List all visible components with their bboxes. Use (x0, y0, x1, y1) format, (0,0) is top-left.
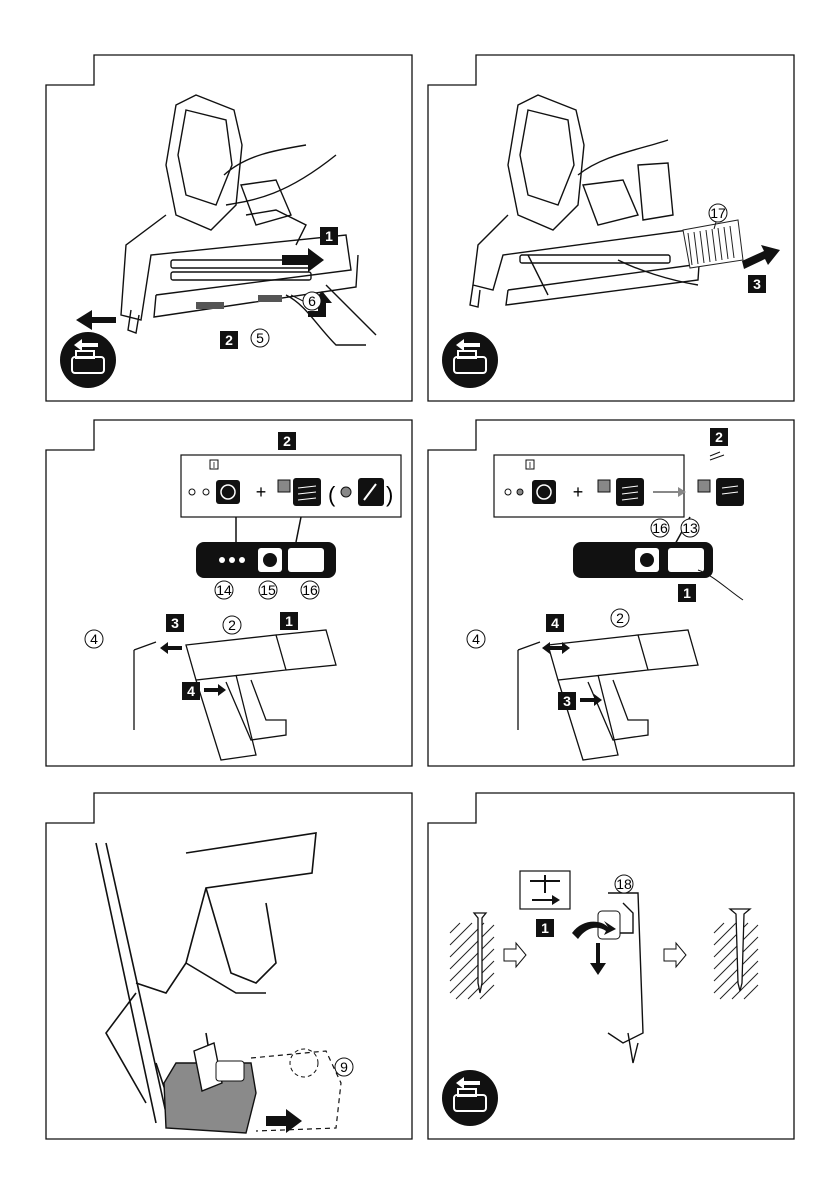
battery-pack (164, 1043, 256, 1133)
panel-depth-adjust: 1 18 (428, 793, 794, 1139)
symbol-plus: + (573, 482, 584, 502)
svg-text:(: ( (328, 482, 336, 507)
step-1: 1 (541, 920, 549, 936)
step-1: 1 (325, 228, 333, 244)
panel-battery: 9 (46, 793, 412, 1139)
callout-17: 17 (710, 205, 726, 221)
callout-5: 5 (256, 330, 264, 346)
nailer-illustration (121, 95, 376, 345)
step-3: 3 (563, 693, 571, 709)
battery-remove-icon (60, 332, 116, 388)
panel-mode-select: 2 I + ( ) 14 15 16 1 4 3 2 4 (46, 420, 412, 766)
battery-remove-icon (442, 1070, 498, 1126)
callout-16: 16 (302, 582, 318, 598)
step-3: 3 (171, 615, 179, 631)
symbol-I: I (213, 461, 215, 470)
callout-15: 15 (260, 582, 276, 598)
arrow-down-icon (590, 943, 606, 975)
step-4: 4 (551, 615, 559, 631)
battery-remove-icon (442, 332, 498, 388)
callout-2: 2 (616, 610, 624, 626)
panel-mode-bump: 2 I + 16 13 1 4 4 2 3 (428, 420, 794, 766)
step-3: 3 (753, 276, 761, 292)
arrow-right-icon (204, 684, 226, 696)
wood-left (450, 923, 494, 1003)
arrow-left-icon (76, 310, 116, 330)
panel-remove-nails: 3 17 (428, 55, 794, 401)
arrow-right-icon (664, 943, 686, 967)
step-2: 2 (225, 332, 233, 348)
nailer-illustration (470, 95, 700, 307)
step-2: 2 (715, 429, 723, 445)
arrow-left-icon (160, 642, 182, 654)
arrow-right-icon (504, 943, 526, 967)
symbol-I: I (529, 461, 531, 470)
panel-remove-magazine: 1 2 6 5 (46, 55, 412, 401)
symbol-plus: + (256, 482, 267, 502)
step-1: 1 (683, 585, 691, 601)
arrow-right-icon (742, 245, 780, 269)
callout-16: 16 (652, 520, 668, 536)
arrow-right-icon (580, 694, 602, 706)
svg-text:): ) (386, 482, 393, 507)
callout-2: 2 (228, 617, 236, 633)
callout-13: 13 (682, 520, 698, 536)
step-2: 2 (283, 433, 291, 449)
callout-6: 6 (308, 293, 316, 309)
callout-14: 14 (216, 582, 232, 598)
step-4: 4 (187, 683, 195, 699)
callout-18: 18 (616, 876, 632, 892)
callout-9: 9 (340, 1059, 348, 1075)
nail-strip (683, 220, 743, 268)
callout-4: 4 (90, 631, 98, 647)
callout-4: 4 (472, 631, 480, 647)
step-1: 1 (285, 613, 293, 629)
